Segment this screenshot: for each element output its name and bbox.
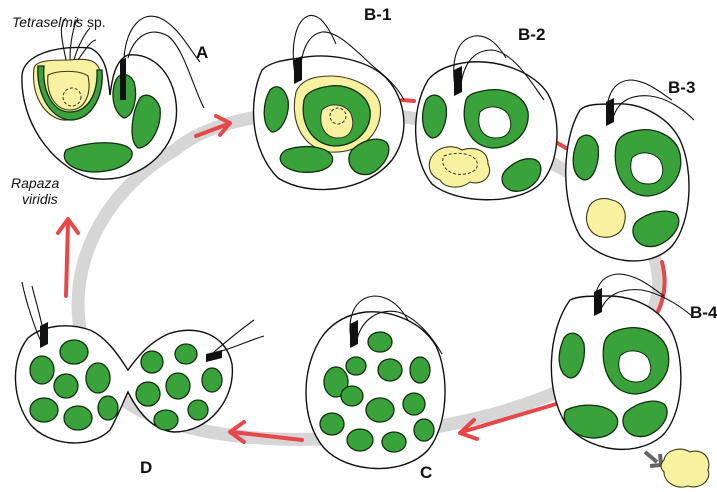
cell-b4 bbox=[551, 274, 709, 487]
label-stage-b3: B-3 bbox=[668, 78, 695, 97]
label-host-line2: viridis bbox=[22, 191, 58, 207]
cell-b1 bbox=[254, 15, 404, 189]
label-stage-a: A bbox=[196, 43, 208, 62]
label-host-line1: Rapaza bbox=[11, 175, 59, 191]
excretion-arrow bbox=[645, 452, 657, 462]
cell-d bbox=[15, 282, 264, 443]
excreted-prey-remnant bbox=[661, 449, 709, 487]
label-stage-b1: B-1 bbox=[364, 5, 391, 24]
cell-b3 bbox=[566, 80, 694, 261]
cycle-arrow-b1-to-b2 bbox=[402, 100, 414, 101]
label-stage-b4: B-4 bbox=[690, 303, 717, 322]
label-stage-b2: B-2 bbox=[518, 25, 545, 44]
cycle-arrow-d-to-a bbox=[66, 222, 68, 296]
label-stage-d: D bbox=[140, 458, 152, 477]
label-stage-c: C bbox=[420, 463, 432, 482]
label-prey-species: Tetraselmis sp. bbox=[12, 14, 106, 30]
cell-b2 bbox=[416, 36, 557, 200]
cell-c bbox=[306, 296, 445, 469]
